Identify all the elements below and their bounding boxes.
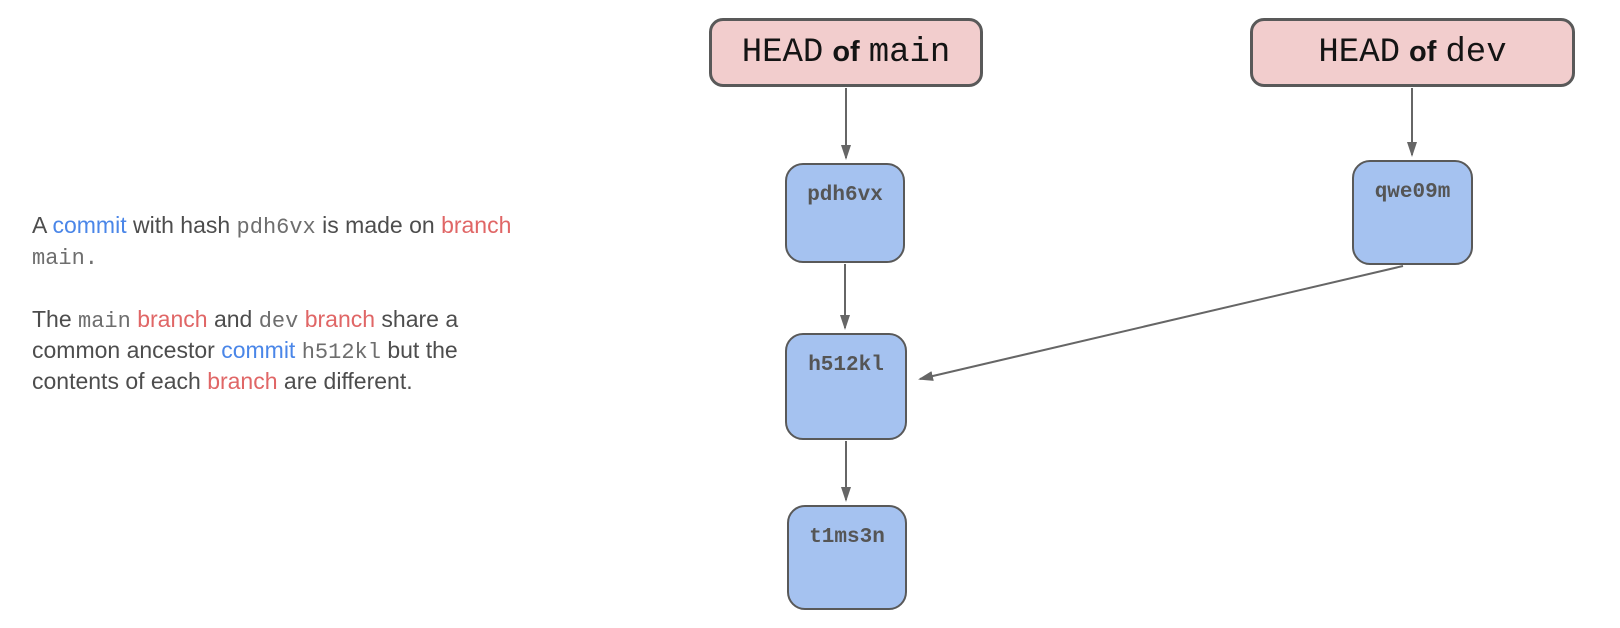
text-segment: common ancestor — [32, 337, 222, 363]
head-of-dev-box: HEAD of dev — [1250, 18, 1575, 87]
text-line: The main branch and dev branch share a — [32, 304, 511, 335]
branch-name-word: dev — [1445, 33, 1507, 72]
of-word: of — [832, 36, 860, 68]
text-segment: main. — [32, 246, 99, 271]
text-segment: branch — [207, 368, 278, 394]
text-segment: pdh6vx — [236, 215, 316, 240]
text-segment: main — [78, 309, 131, 334]
text-segment: h512kl — [301, 340, 381, 365]
head-word: HEAD — [1318, 33, 1401, 72]
text-segment: but the — [380, 337, 458, 363]
text-segment: are different. — [277, 368, 413, 394]
text-line: common ancestor commit h512kl but the — [32, 335, 511, 366]
arrow-qwe09m-to-h512kl — [918, 265, 1404, 381]
of-word: of — [1409, 36, 1437, 68]
text-segment: A — [32, 212, 53, 238]
text-segment: contents of each — [32, 368, 208, 394]
commit-node-h512kl: h512kl — [785, 333, 907, 440]
text-segment: commit — [52, 212, 127, 238]
text-segment: and — [207, 306, 259, 332]
commit-hash-label: pdh6vx — [807, 184, 883, 207]
commit-node-t1ms3n: t1ms3n — [787, 505, 907, 610]
text-segment: commit — [221, 337, 296, 363]
text-segment: with hash — [126, 212, 237, 238]
commit-node-pdh6vx: pdh6vx — [785, 163, 905, 263]
text-segment: dev — [258, 309, 299, 334]
text-segment: branch — [441, 212, 512, 238]
head-word: HEAD — [741, 33, 824, 72]
text-segment: branch — [304, 306, 376, 332]
commit-hash-label: t1ms3n — [809, 526, 885, 549]
text-segment: The — [32, 306, 79, 332]
paragraph-commit-made: A commit with hash pdh6vx is made on bra… — [32, 210, 511, 272]
text-segment: share a — [375, 306, 459, 332]
commit-hash-label: h512kl — [808, 354, 884, 377]
explanation-text: A commit with hash pdh6vx is made on bra… — [32, 210, 511, 397]
paragraph-common-ancestor: The main branch and dev branch share a c… — [32, 304, 511, 397]
head-of-main-box: HEAD of main — [709, 18, 983, 87]
text-segment: is made on — [315, 212, 442, 238]
text-line: main. — [32, 241, 511, 272]
text-line: A commit with hash pdh6vx is made on bra… — [32, 210, 511, 241]
commit-hash-label: qwe09m — [1374, 181, 1451, 204]
text-line: contents of each branch are different. — [32, 366, 511, 397]
commit-node-qwe09m: qwe09m — [1352, 160, 1473, 265]
text-segment: branch — [137, 306, 208, 332]
branch-name-word: main — [868, 33, 951, 72]
